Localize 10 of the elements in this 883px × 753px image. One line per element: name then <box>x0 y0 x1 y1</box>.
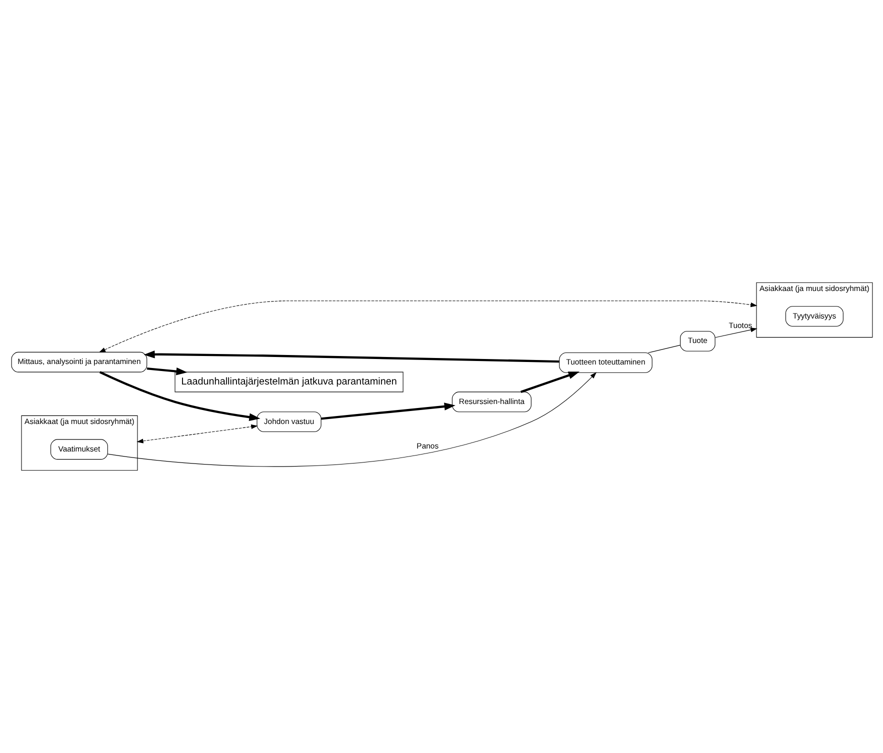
arrow <box>146 367 187 376</box>
arrow <box>98 300 757 353</box>
node-box: Laadunhallintajärjestelmän jatkuva parantaminen <box>174 372 403 392</box>
arrow <box>320 402 455 420</box>
arrow <box>714 328 757 338</box>
arrow <box>143 350 559 363</box>
arrow <box>136 424 258 444</box>
connector <box>647 344 680 354</box>
arrow <box>98 371 260 421</box>
arrow <box>520 372 580 393</box>
